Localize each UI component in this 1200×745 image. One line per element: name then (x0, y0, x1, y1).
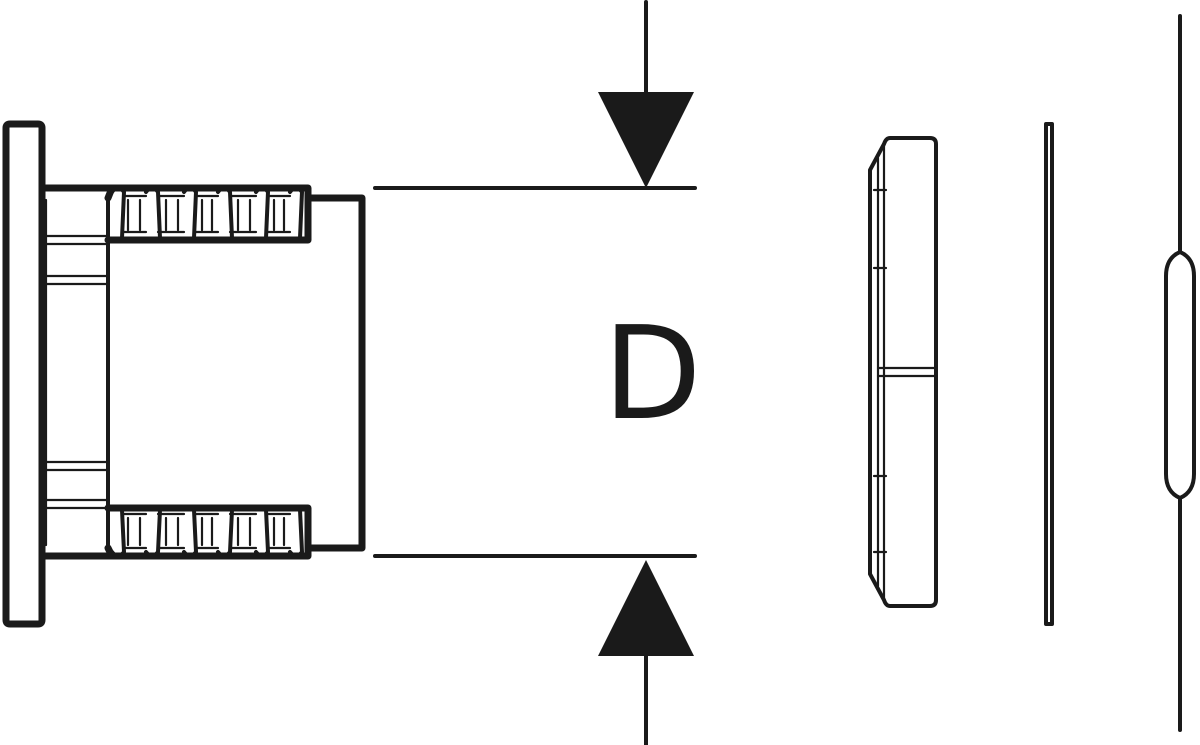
flat-gasket (1044, 122, 1054, 626)
lower-thread (104, 504, 312, 560)
threaded-fitting (2, 120, 366, 628)
pipe-wall (1164, 14, 1196, 732)
dimension-arrow-down (598, 92, 694, 188)
upper-thread (104, 184, 312, 244)
dimension-d: D (373, 0, 702, 745)
dimension-arrow-up (598, 560, 694, 656)
fitting-flange (2, 120, 46, 628)
seal-ring-outline (868, 136, 938, 608)
dimension-label: D (603, 300, 702, 449)
fitting-bore-bands (42, 234, 110, 510)
fitting-body (38, 184, 366, 560)
seal-ring (868, 136, 938, 608)
